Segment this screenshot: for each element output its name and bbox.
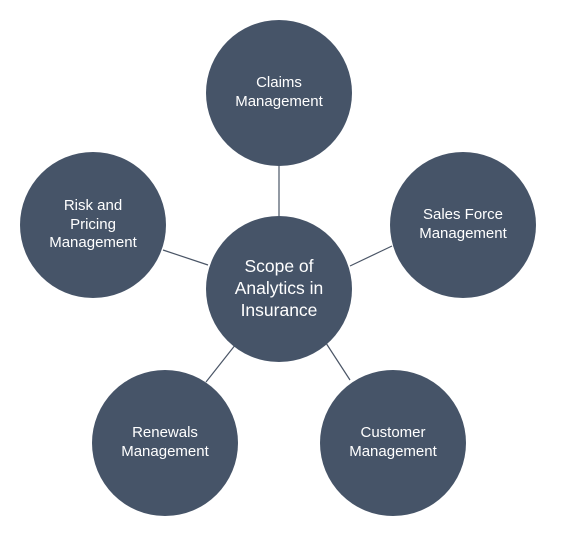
connector-sales <box>349 245 393 267</box>
node-label: Risk and Pricing Management <box>49 196 137 252</box>
node-label: Claims Management <box>235 74 323 110</box>
connector-customer <box>323 339 351 381</box>
node-label: Customer Management <box>349 424 437 460</box>
node-claims-management: Claims Management <box>206 20 352 166</box>
node-renewals-management: Renewals Management <box>92 370 238 516</box>
node-customer-management: Customer Management <box>320 370 466 516</box>
node-label: Sales Force Management <box>419 206 507 242</box>
connector-renewals <box>205 343 237 383</box>
node-sales-force-management: Sales Force Management <box>390 152 536 298</box>
node-risk-and-pricing-management: Risk and Pricing Management <box>20 152 166 298</box>
center-label: Scope of Analytics in Insurance <box>234 256 324 320</box>
connector-risk <box>162 249 209 266</box>
center-node-scope-of-analytics: Scope of Analytics in Insurance <box>206 216 352 362</box>
node-label: Renewals Management <box>121 424 209 460</box>
